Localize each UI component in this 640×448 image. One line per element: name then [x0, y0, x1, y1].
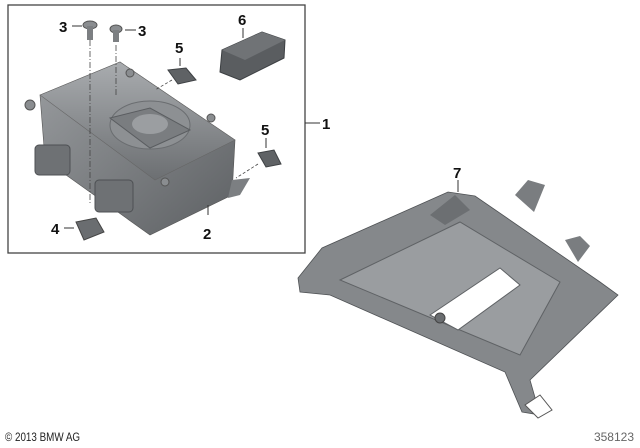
- clip-part-5b[interactable]: [257, 149, 282, 168]
- copyright-text: © 2013 BMW AG: [5, 430, 81, 444]
- callout-5b: 5: [261, 122, 269, 139]
- diagram-number: 358123: [593, 430, 634, 444]
- remote-key-part-6[interactable]: [219, 31, 286, 81]
- clip-nut-part-4[interactable]: [75, 217, 105, 241]
- callout-1: 1: [322, 116, 330, 133]
- callout-2: 2: [203, 226, 211, 243]
- screw-part-3a[interactable]: [82, 20, 98, 40]
- callout-3a: 3: [59, 19, 67, 36]
- callout-4: 4: [51, 221, 60, 238]
- screw-part-3b[interactable]: [109, 24, 123, 42]
- bracket-part-7[interactable]: [297, 180, 619, 419]
- control-unit-part-2[interactable]: [24, 61, 250, 236]
- assembly-frame: [7, 4, 306, 254]
- clip-part-5a[interactable]: [167, 67, 197, 85]
- callout-6: 6: [238, 12, 246, 29]
- callout-3b: 3: [138, 23, 146, 40]
- callout-7: 7: [453, 165, 461, 182]
- callout-5a: 5: [175, 40, 183, 57]
